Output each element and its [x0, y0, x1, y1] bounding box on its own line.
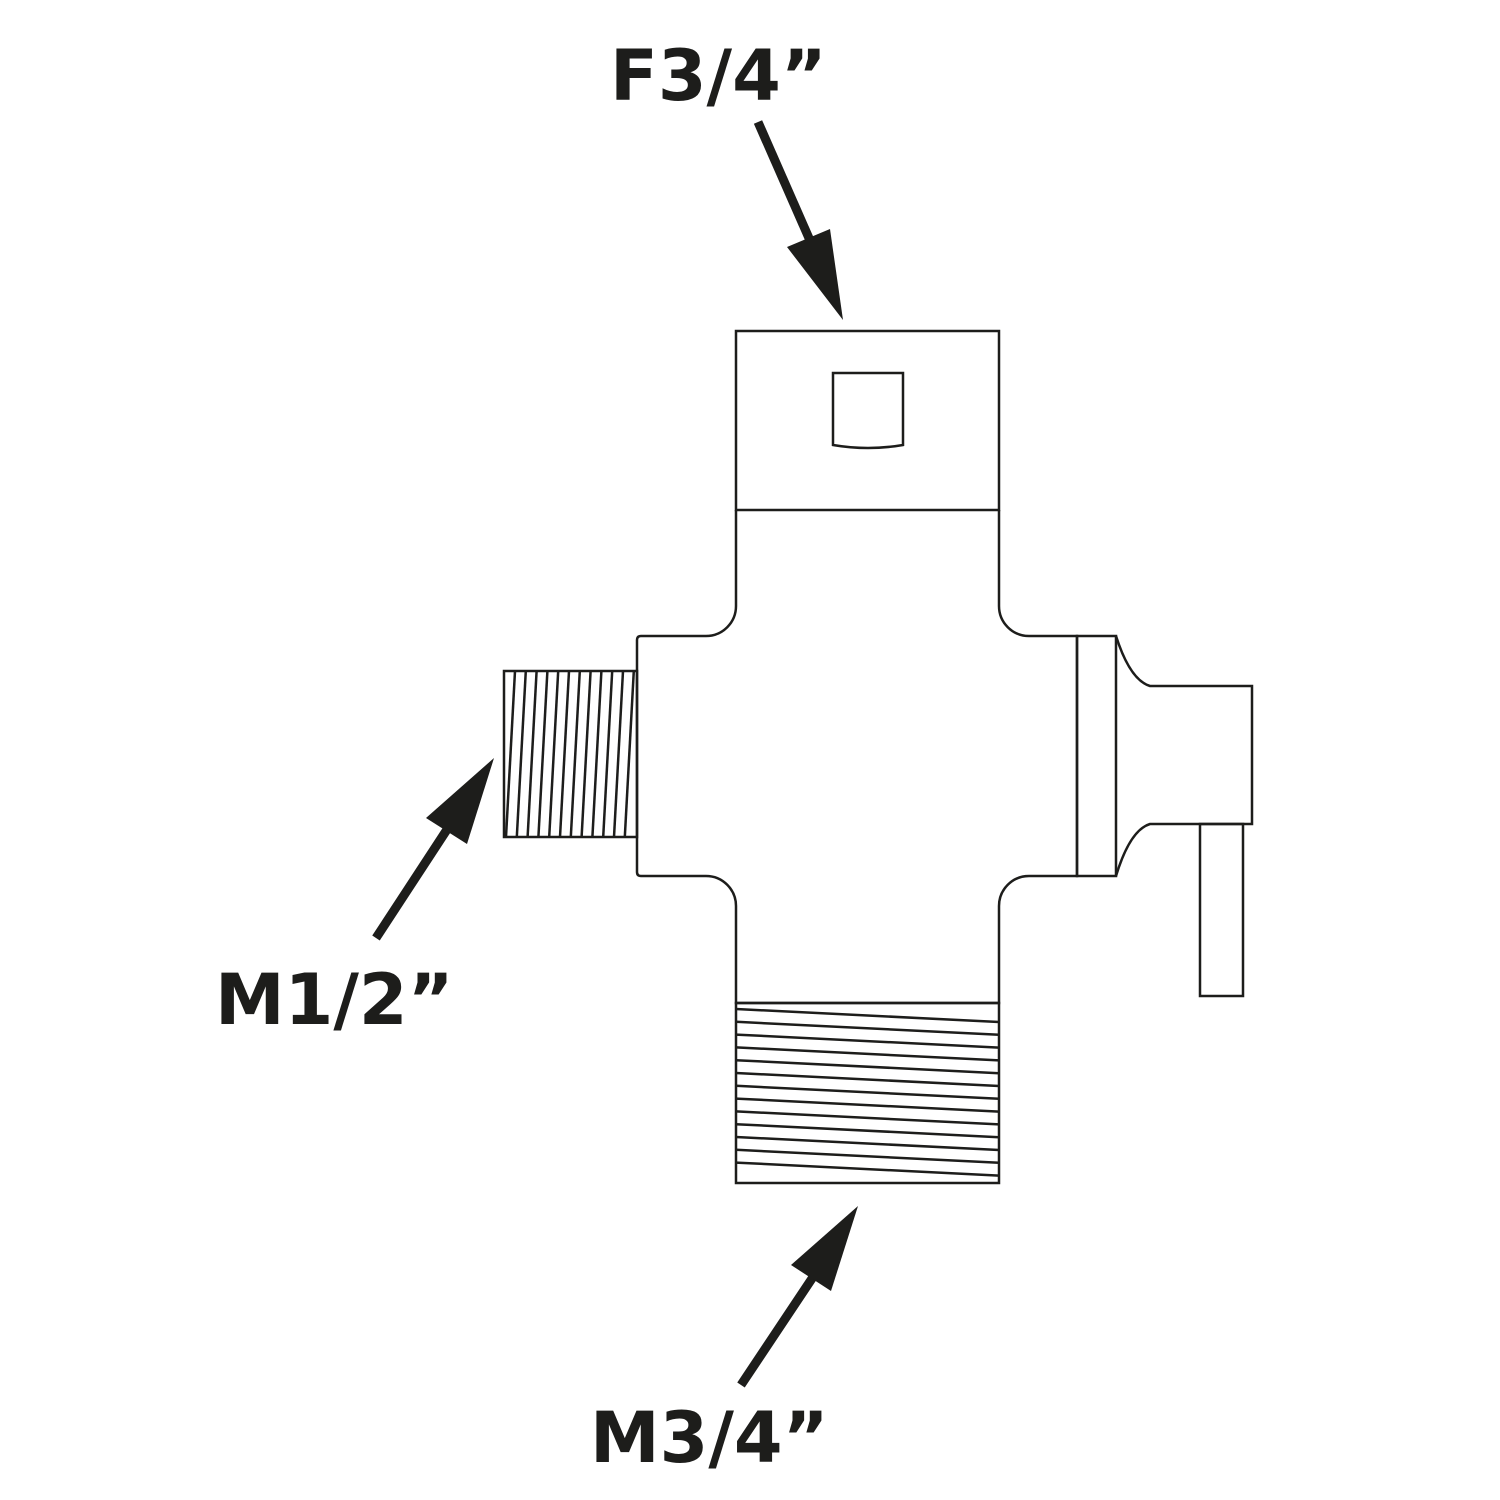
thread-line [735, 1007, 1000, 1024]
thread-line [591, 670, 603, 838]
thread-line [547, 670, 560, 838]
thread-line [537, 670, 549, 838]
thread-line [558, 670, 571, 838]
arrow-top [753, 120, 843, 320]
left-thread [502, 669, 639, 839]
thread-line [526, 670, 538, 838]
thread-line [735, 1161, 1000, 1177]
arrow-bottom [737, 1206, 858, 1388]
thread-line [735, 1122, 1000, 1139]
thread-line [735, 1110, 1000, 1126]
thread-line [515, 670, 528, 838]
thread-line [735, 1071, 1000, 1088]
thread-line [735, 1046, 1000, 1062]
right-outlet [1075, 634, 1254, 998]
thread-line [735, 1020, 1000, 1037]
thread-line [735, 1058, 1000, 1075]
label-top-connection: F3/4” [610, 35, 827, 117]
label-bottom-connection: M3/4” [590, 1397, 829, 1479]
valve-body [635, 510, 1079, 1005]
bottom-thread [734, 1001, 1001, 1185]
top-cap [734, 329, 1001, 512]
label-left-connection: M1/2” [215, 959, 454, 1041]
thread-line [735, 1097, 1000, 1113]
thread-line [612, 670, 625, 838]
thread-line [735, 1135, 1000, 1152]
thread-line [580, 670, 592, 838]
thread-line [504, 670, 517, 838]
thread-line [735, 1033, 1000, 1049]
thread-line [623, 670, 636, 838]
thread-line [735, 1084, 1000, 1101]
lever-handle [1198, 822, 1245, 998]
thread-line [735, 1148, 1000, 1165]
thread-line [601, 670, 614, 838]
top-window [831, 371, 905, 450]
thread-line [569, 670, 582, 838]
arrow-left [372, 758, 494, 941]
